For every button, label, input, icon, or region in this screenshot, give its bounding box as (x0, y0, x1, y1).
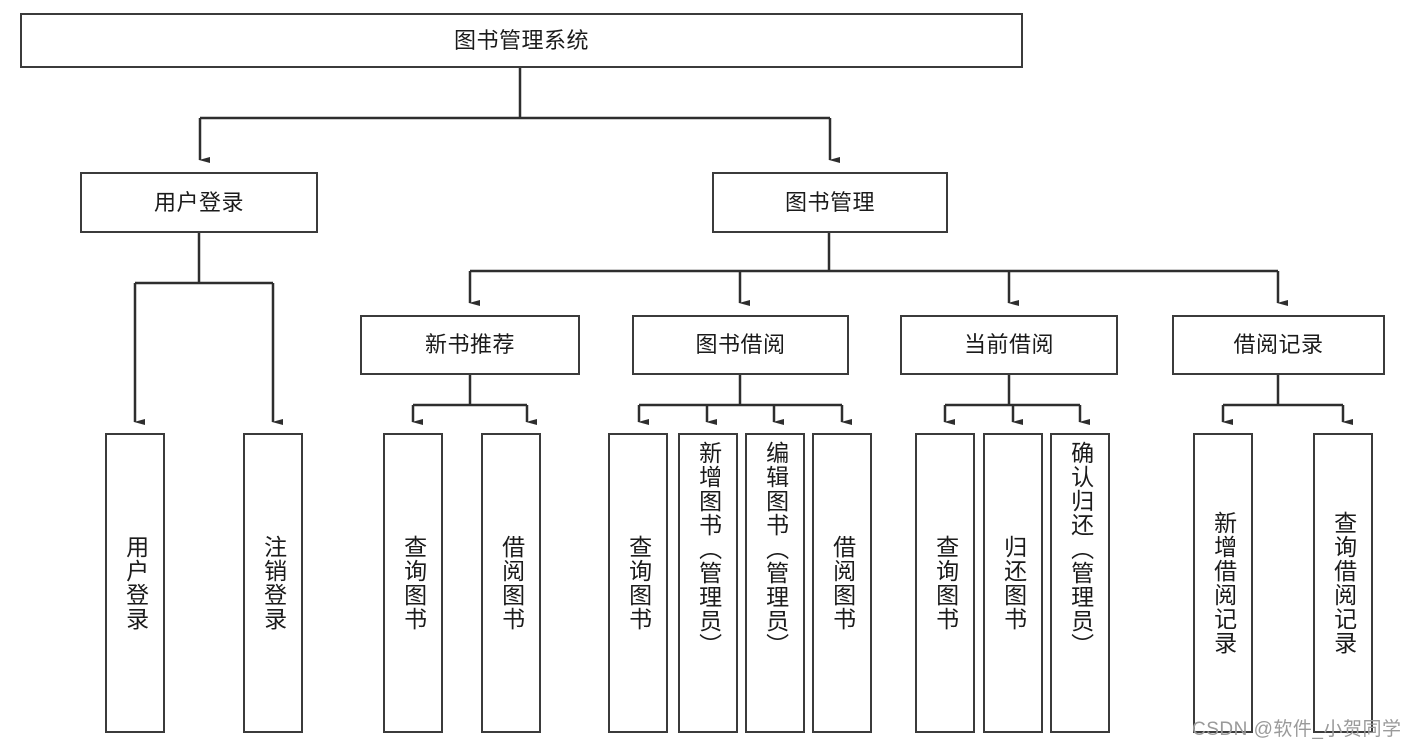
leaf-query-book-borrow[interactable]: 查询图书 (608, 433, 668, 733)
leaf-return-book[interactable]: 归还图书 (983, 433, 1043, 733)
leaf-add-book-admin[interactable]: 新增图书（管理员） (678, 433, 738, 733)
leaf-confirm-return-admin[interactable]: 确认归还（管理员） (1050, 433, 1110, 733)
leaf-query-book-recommend[interactable]: 查询图书 (383, 433, 443, 733)
watermark-label: CSDN @软件_小贺同学 (1192, 719, 1402, 740)
leaf-query-book-current[interactable]: 查询图书 (915, 433, 975, 733)
node-borrow-records[interactable]: 借阅记录 (1172, 315, 1385, 375)
leaf-edit-book-admin[interactable]: 编辑图书（管理员） (745, 433, 805, 733)
node-user-login[interactable]: 用户登录 (80, 172, 318, 233)
node-current-borrow[interactable]: 当前借阅 (900, 315, 1118, 375)
node-root-system[interactable]: 图书管理系统 (20, 13, 1023, 68)
leaf-borrow-book-recommend[interactable]: 借阅图书 (481, 433, 541, 733)
node-book-management[interactable]: 图书管理 (712, 172, 948, 233)
node-book-borrow[interactable]: 图书借阅 (632, 315, 849, 375)
leaf-query-borrow-record[interactable]: 查询借阅记录 (1313, 433, 1373, 733)
leaf-add-borrow-record[interactable]: 新增借阅记录 (1193, 433, 1253, 733)
leaf-borrow-book[interactable]: 借阅图书 (812, 433, 872, 733)
node-new-book-recommend[interactable]: 新书推荐 (360, 315, 580, 375)
leaf-logout-login[interactable]: 注销登录 (243, 433, 303, 733)
leaf-user-login[interactable]: 用户登录 (105, 433, 165, 733)
